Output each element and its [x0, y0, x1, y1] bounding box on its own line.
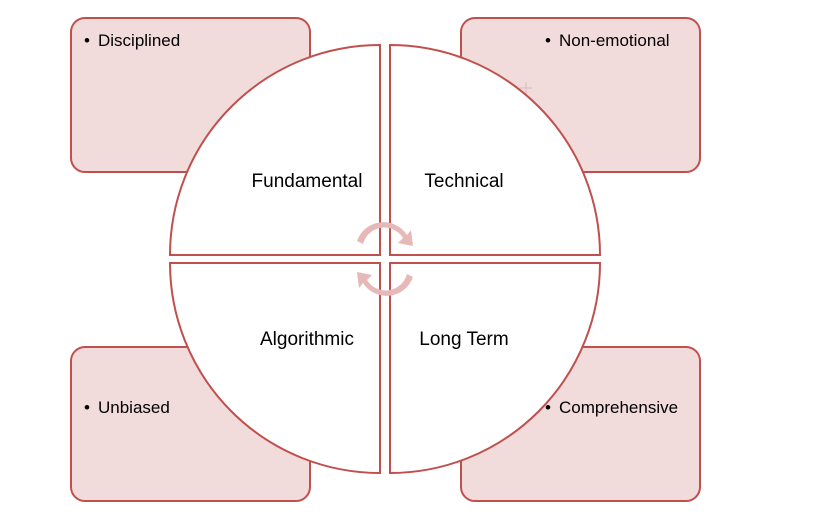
box-text-comprehensive: Comprehensive — [559, 398, 678, 417]
quadrant-top-left — [168, 43, 381, 256]
quadrant-bottom-left — [168, 262, 381, 475]
box-text-non-emotional: Non-emotional — [559, 31, 670, 50]
quadrant-top-right — [389, 43, 602, 256]
quadrant-label-technical: Technical — [424, 171, 503, 192]
bullet-icon: • — [84, 31, 90, 50]
bullet-icon: • — [545, 398, 551, 417]
plus-icon — [520, 82, 532, 94]
quadrant-label-long-term: Long Term — [419, 329, 508, 350]
cycle-arrows-icon — [357, 222, 413, 296]
box-text-disciplined: Disciplined — [98, 31, 180, 50]
bullet-icon: • — [84, 398, 90, 417]
quadrant-label-algorithmic: Algorithmic — [260, 329, 354, 350]
quadrant-label-fundamental: Fundamental — [252, 171, 363, 192]
quadrant-bottom-right — [389, 262, 602, 475]
box-text-unbiased: Unbiased — [98, 398, 170, 417]
bullet-icon: • — [545, 31, 551, 50]
